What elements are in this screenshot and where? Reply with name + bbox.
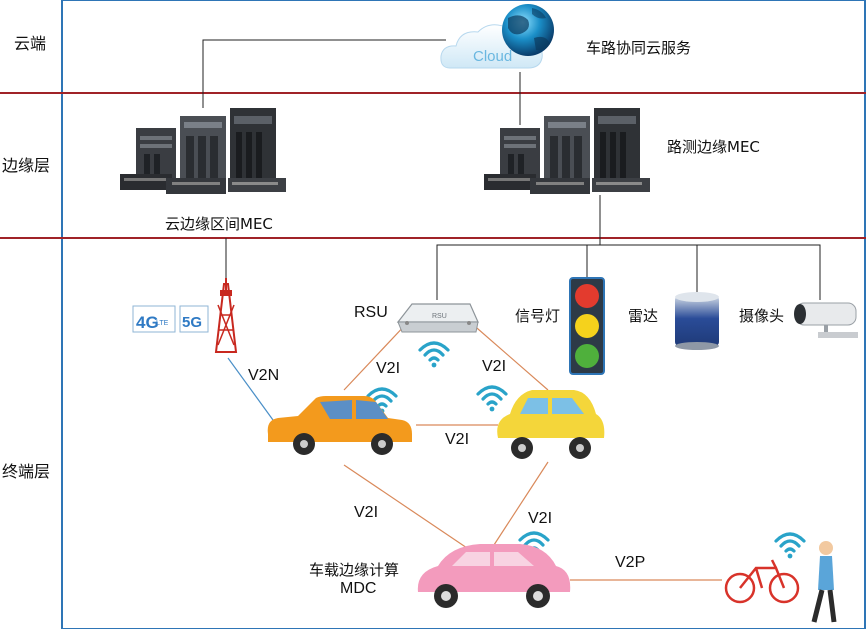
server-cluster-cloud-edge-icon <box>120 108 286 194</box>
globe-icon <box>502 4 554 56</box>
layer-label-cloud: 云端 <box>14 34 47 53</box>
svg-text:LTE: LTE <box>156 320 169 327</box>
rsu-device-text: RSU <box>432 313 447 320</box>
traffic-light-icon <box>569 277 605 375</box>
diagram-frame <box>61 0 866 629</box>
v2x-links <box>343 321 722 581</box>
cloud-edge-mec-label: 云边缘区间MEC <box>165 215 273 233</box>
link-label-v2i: V2I <box>482 358 507 375</box>
svg-text:5G: 5G <box>182 314 202 331</box>
backbone-lines <box>202 39 821 300</box>
roadside-mec-label: 路测边缘MEC <box>667 138 760 156</box>
camera-icon <box>794 302 858 338</box>
orange-car-icon <box>267 396 412 455</box>
camera-label: 摄像头 <box>739 307 785 325</box>
svg-text:4G: 4G <box>136 313 159 332</box>
link-label-v2p: V2P <box>615 554 646 571</box>
server-cluster-roadside-icon <box>484 108 650 194</box>
radar-icon <box>675 292 719 350</box>
radar-label: 雷达 <box>628 307 659 325</box>
cell-tower-icon <box>214 278 238 353</box>
pink-car-icon <box>417 544 571 608</box>
link-label-v2i: V2I <box>376 360 401 377</box>
cloud-service-label: 车路协同云服务 <box>586 39 692 57</box>
link-label-v2n: V2N <box>248 367 280 384</box>
rsu-device-icon: RSU <box>396 303 479 333</box>
layer-label-edge: 边缘层 <box>2 156 51 175</box>
badge-5g-icon: 5G <box>179 305 209 333</box>
mdc-label-line2: MDC <box>340 580 377 597</box>
link-label-v2i: V2I <box>354 504 379 521</box>
cloud-logo-text: Cloud <box>473 48 512 65</box>
pedestrian-icon <box>811 541 837 623</box>
link-label-v2i: V2I <box>445 431 470 448</box>
wifi-icon <box>476 385 508 413</box>
yellow-car-icon <box>497 390 605 459</box>
badge-4g-icon: 4G LTE <box>132 305 176 333</box>
mdc-label-line1: 车载边缘计算 <box>309 561 400 579</box>
v2n-link <box>227 357 274 421</box>
bicycle-icon <box>724 559 800 604</box>
wifi-icon <box>418 341 450 369</box>
rsu-label: RSU <box>354 304 388 321</box>
signal-light-label: 信号灯 <box>515 307 561 325</box>
wifi-icon <box>774 532 806 561</box>
layer-label-terminal: 终端层 <box>2 462 51 481</box>
link-label-v2i: V2I <box>528 510 553 527</box>
